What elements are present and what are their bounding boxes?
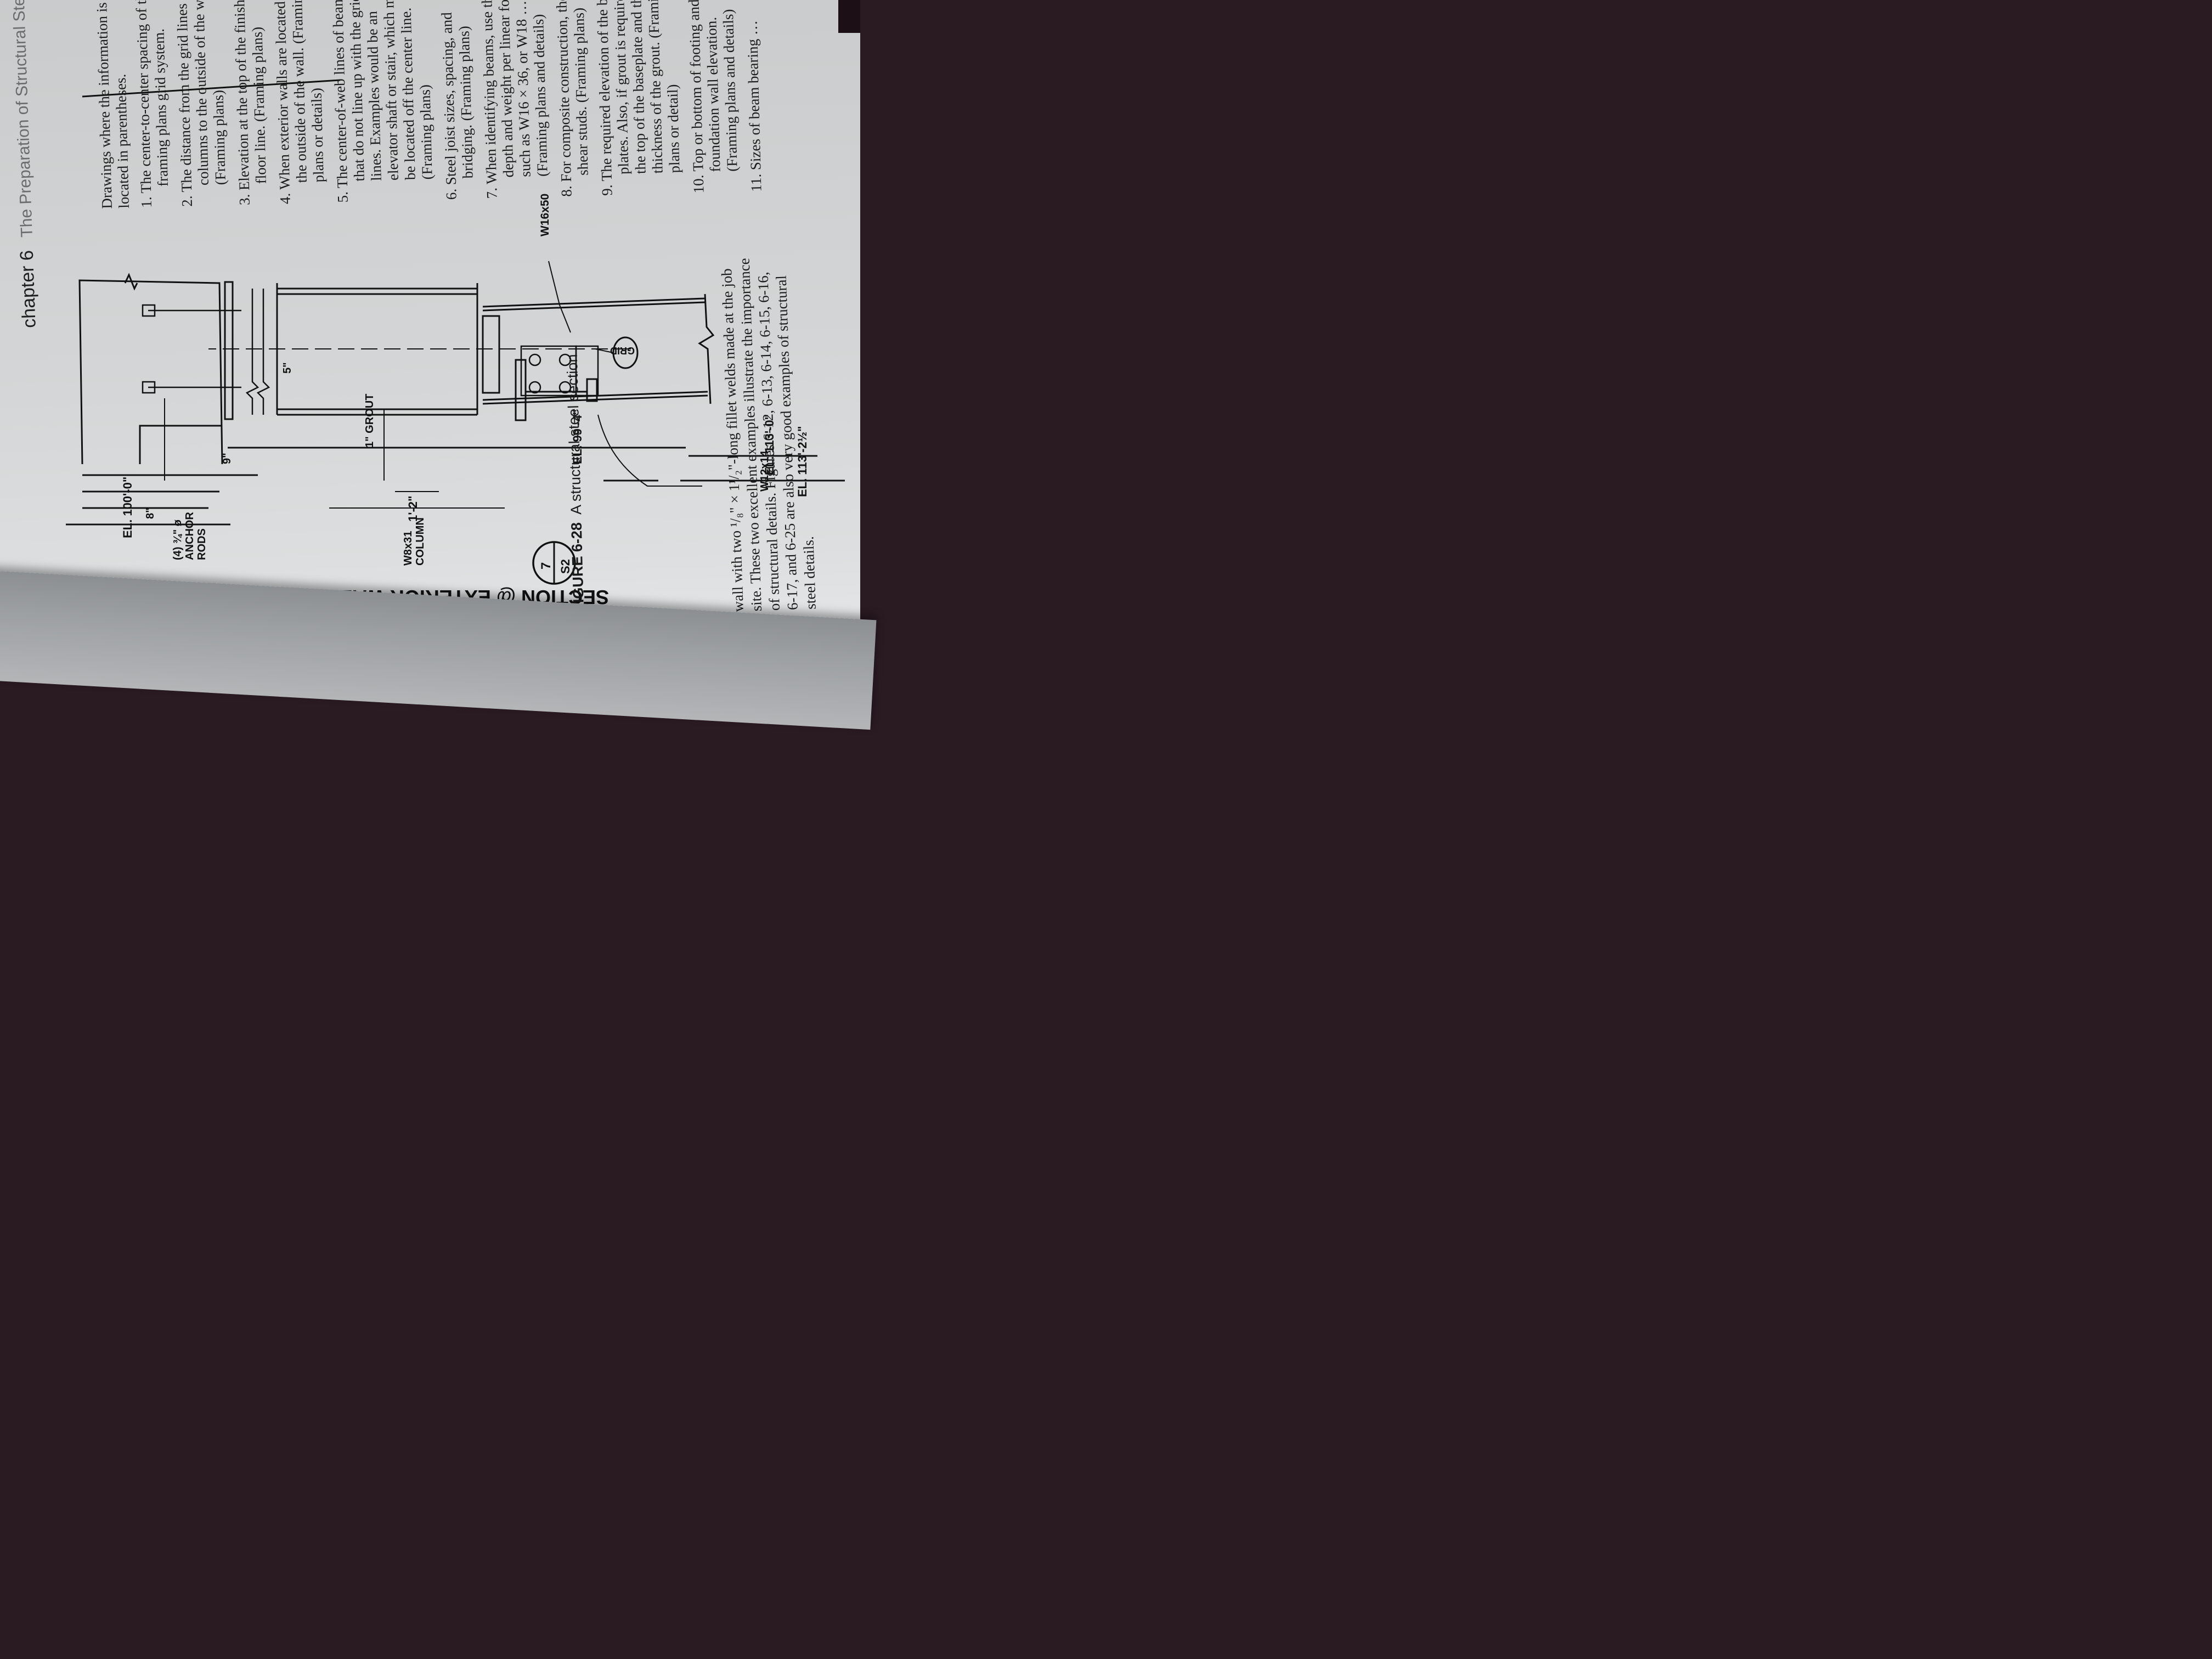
dimension-5-in: 5" [281, 362, 294, 374]
anchor-rods [142, 304, 241, 394]
background-surface [838, 0, 860, 33]
list-item: 6. Steel joist sizes, spacing, and bridg… [437, 0, 477, 200]
item-text: The center-of-web lines of beams that do… [329, 0, 436, 189]
item-text: When exterior walls are located off the … [271, 0, 327, 190]
bolts [520, 345, 599, 397]
item-number: 5. [334, 191, 351, 203]
item-number: 10. [690, 174, 707, 194]
list-intro: Drawings where the information is locate… [93, 2, 132, 209]
item-text: Sizes of beam bearing … [743, 20, 764, 171]
section-number: 7 [539, 562, 554, 569]
list-item: 9. The required elevation of the base pl… [593, 0, 684, 196]
list-item: 7. When identifying beams, use the depth… [478, 0, 552, 199]
list-item: 4. When exterior walls are located off t… [271, 0, 328, 204]
item-number: 11. [747, 173, 765, 193]
item-number: 9. [599, 184, 616, 196]
w16x50-label: W16x50 [539, 194, 551, 236]
anchor-rods-label-1: (4) ¾" ø [172, 519, 184, 560]
item-text: Elevation at the top of the finished flo… [230, 0, 269, 191]
list-item: 10. Top or bottom of footing and foundat… [685, 0, 742, 194]
anchor-rods-label-2: ANCHOR [184, 512, 196, 560]
dimension-8-in: 8" [144, 507, 156, 519]
figure-number: FIGURE 6-28 [568, 522, 587, 612]
item-text: Steel joist sizes, spacing, and bridging… [438, 12, 476, 185]
textbook-page: chapter 6 The Preparation of Structural … [0, 0, 860, 645]
item-text: The required elevation of the base plate… [593, 0, 683, 182]
elevation-113-2-half: EL. 113'-2½" [795, 426, 809, 497]
item-number: 8. [558, 185, 575, 198]
item-number: 2. [178, 195, 195, 207]
grid-bubble-label: GRID [610, 345, 635, 356]
w12x14-section [515, 359, 598, 421]
item-text: Top or bottom of footing and foundation … [685, 0, 741, 172]
elevation-100-0: EL. 100'-0" [121, 477, 134, 538]
list-item: 1. The center-to-center spacing of the f… [132, 0, 172, 208]
item-text: The center-to-center spacing of the fram… [132, 0, 171, 194]
elevation-113-0: EL. 113'-0" [763, 414, 776, 475]
dimension-9-in: 9" [221, 453, 233, 464]
list-item: 11. Sizes of beam bearing … [742, 0, 765, 192]
item-number: 4. [276, 193, 294, 205]
column-label-line-1: W8x31 [402, 531, 414, 566]
anchor-rods-label-3: RODS [196, 528, 208, 560]
grout-label: 1" GROUT [364, 394, 376, 448]
item-number: 7. [483, 187, 500, 199]
right-column-list: Drawings where the information is locate… [93, 0, 772, 209]
item-text: For composite construction, the shear st… [553, 0, 591, 183]
figure-caption-text: A structural steel section [563, 354, 585, 515]
list-item: 8. For composite construction, the shear… [552, 0, 592, 197]
column-label-line-2: COLUMN [414, 517, 426, 566]
w16x50-beam [482, 294, 715, 405]
item-number: 3. [236, 194, 253, 206]
w12x14-label: W12x14 [759, 450, 771, 492]
photo-background [0, 0, 860, 645]
w8x31-column [276, 283, 478, 416]
item-number: 6. [443, 188, 460, 200]
list-item: 2. The distance from the grid lines of c… [173, 0, 230, 207]
dimension-1-ft-2-in: 1'-2" [406, 496, 420, 522]
elevation-99-4: EL. 99'-4" [571, 409, 584, 464]
list-item: 3. Elevation at the top of the finished … [230, 0, 270, 205]
item-text: When identifying beams, use the depth an… [478, 0, 551, 185]
item-number: 1. [138, 196, 155, 208]
body-paragraph: wall with two ¹/₈" × 1¹/₂"-long fillet w… [715, 193, 820, 612]
item-text: The distance from the grid lines of colu… [173, 0, 229, 193]
section-sheet: S2 [558, 559, 572, 574]
list-item: 5. The center-of-web lines of beams that… [329, 0, 437, 203]
